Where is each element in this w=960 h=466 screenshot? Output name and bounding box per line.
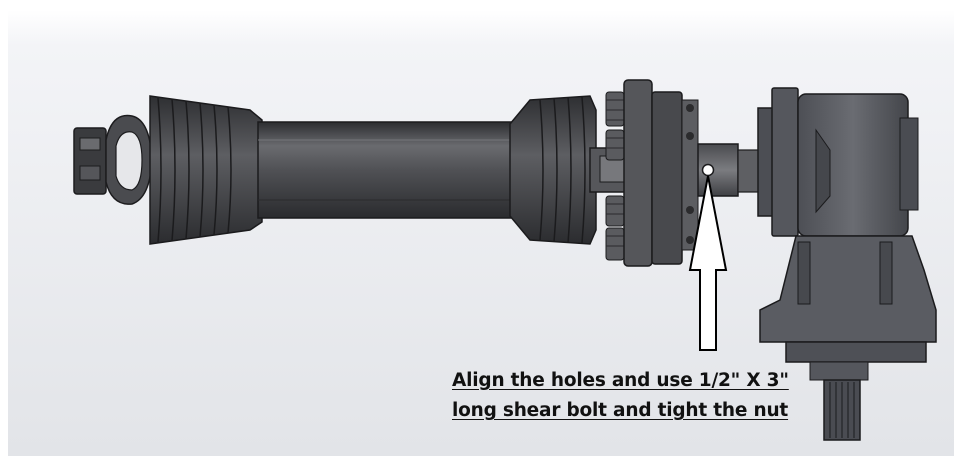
splined-output-shaft: [823, 379, 861, 441]
tractor-yoke: [73, 114, 153, 205]
left-safety-shield-bellows: [149, 95, 263, 245]
shear-bolt-hole: [701, 163, 715, 177]
instruction-line-1: Align the holes and use 1/2" X 3": [452, 370, 789, 391]
telescoping-tube: [257, 121, 515, 219]
right-safety-shield-bellows: [509, 95, 597, 245]
instruction-annotation: Align the holes and use 1/2" X 3" long s…: [452, 366, 872, 426]
instruction-line-2: long shear bolt and tight the nut: [452, 400, 789, 421]
gearbox: [757, 87, 937, 441]
slip-clutch: [605, 79, 699, 267]
up-arrow-icon: [688, 175, 728, 351]
